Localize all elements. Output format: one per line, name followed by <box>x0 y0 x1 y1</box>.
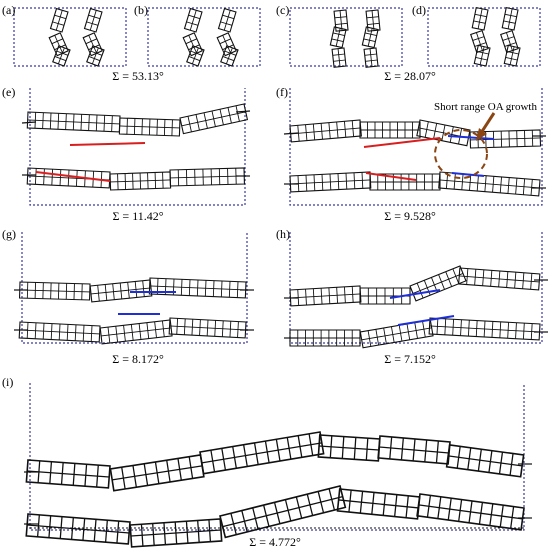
annotation-arrow <box>479 112 496 134</box>
panel-label-h: (h) <box>276 227 290 241</box>
blue-marker-h-top <box>389 289 441 299</box>
lattice-f-top <box>289 119 542 149</box>
lattice-f-bottom <box>289 171 541 197</box>
annotation-arrow-head <box>476 128 487 141</box>
lattice-b-right <box>216 7 239 67</box>
red-marker-f-top <box>363 137 441 148</box>
lattice-d-left <box>470 6 491 67</box>
edge-tick-0 <box>21 121 37 124</box>
lattice-g-bottom <box>18 317 247 345</box>
lattice-i-bottom <box>25 485 525 548</box>
panel-label-d: (d) <box>412 3 426 17</box>
panel-frame-h <box>289 232 543 344</box>
lattice-c-right <box>361 9 381 68</box>
panel-label-c: (c) <box>276 3 289 17</box>
lattice-a-left <box>48 7 71 67</box>
growth-region-ellipse <box>434 129 488 179</box>
sigma-caption-ab: Σ = 53.13° <box>112 69 164 83</box>
lattice-e-top <box>26 103 249 137</box>
lattice-g-top <box>18 277 247 303</box>
sigma-caption-h: Σ = 7.152° <box>384 352 436 366</box>
blue-marker-h-bottom <box>397 315 455 326</box>
lattice-d-right <box>500 6 521 67</box>
lattice-h-top <box>289 265 541 307</box>
lattice-b-left <box>182 7 205 67</box>
panel-label-e: (e) <box>2 85 15 99</box>
red-marker-f-bottom <box>365 172 417 181</box>
lattice-c-left <box>329 9 349 68</box>
panel-frame-e <box>29 88 246 206</box>
panel-label-i: (i) <box>2 375 13 389</box>
red-marker-e-top <box>69 142 146 146</box>
panel-label-b: (b) <box>134 3 148 17</box>
sigma-caption-f: Σ = 9.528° <box>384 209 436 223</box>
panel-frames <box>13 7 543 531</box>
orientation-markers <box>35 135 495 326</box>
sigma-caption-i: Σ = 4.772° <box>249 535 301 549</box>
lattice-a-right <box>82 7 105 67</box>
annotation-text: Short range OA growth <box>434 101 537 113</box>
panel-frame-b <box>147 7 261 67</box>
panel-frame-g <box>21 232 248 344</box>
panel-label-g: (g) <box>2 227 16 241</box>
sigma-caption-e: Σ = 11.42° <box>112 209 163 223</box>
edge-tick-2 <box>235 110 251 113</box>
lattice-e-bottom <box>26 167 245 191</box>
panel-frame-a <box>13 7 127 67</box>
panel-label-a: (a) <box>2 3 15 17</box>
blue-marker-f-top <box>447 135 495 140</box>
blue-marker-f-ellipse <box>451 172 485 177</box>
panel-label-f: (f) <box>276 85 288 99</box>
lattice-i-top <box>25 431 525 492</box>
edge-tick-4 <box>283 132 299 135</box>
sigma-caption-g: Σ = 8.172° <box>112 352 164 366</box>
red-marker-e-bottom <box>35 171 111 182</box>
sigma-caption-cd: Σ = 28.07° <box>384 69 436 83</box>
panel-frame-i <box>29 383 525 531</box>
